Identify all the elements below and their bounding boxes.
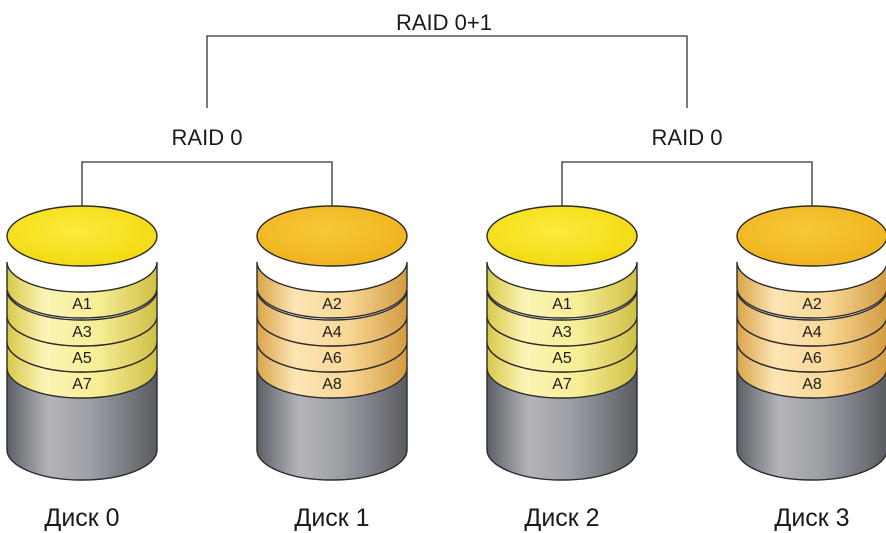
disk-base bbox=[486, 367, 638, 481]
raid0-label-left: RAID 0 bbox=[172, 125, 243, 150]
disk-top bbox=[736, 205, 886, 267]
disk-band bbox=[736, 261, 886, 319]
disk-band bbox=[486, 289, 638, 347]
disk-name: Диск 3 bbox=[774, 504, 849, 532]
block-label: A5 bbox=[552, 350, 572, 367]
block-label: A7 bbox=[552, 376, 572, 393]
disk-base bbox=[6, 367, 158, 481]
block-label: A3 bbox=[552, 324, 572, 341]
block-label: A7 bbox=[72, 376, 92, 393]
raid0-right-connector bbox=[561, 161, 813, 234]
block-label: A6 bbox=[322, 350, 342, 367]
block-label: A1 bbox=[552, 296, 572, 313]
disk-base bbox=[736, 367, 886, 481]
block-label: A2 bbox=[802, 296, 822, 313]
disk-band bbox=[256, 289, 408, 347]
disk-band bbox=[486, 261, 638, 319]
block-label: A8 bbox=[802, 376, 822, 393]
block-label: A1 bbox=[72, 296, 92, 313]
disk-top bbox=[6, 205, 158, 267]
block-label: A3 bbox=[72, 324, 92, 341]
disk-top bbox=[486, 205, 638, 267]
connector-lines bbox=[81, 35, 813, 234]
raid0-left-connector bbox=[81, 161, 333, 234]
disk-top bbox=[256, 205, 408, 267]
block-label: A5 bbox=[72, 350, 92, 367]
block-label: A4 bbox=[322, 324, 342, 341]
block-label: A8 bbox=[322, 376, 342, 393]
raid01-label: RAID 0+1 bbox=[396, 10, 492, 35]
disk-band bbox=[736, 289, 886, 347]
disk-name: Диск 0 bbox=[44, 504, 119, 532]
raid0-label-right: RAID 0 bbox=[652, 125, 723, 150]
disk-base bbox=[256, 367, 408, 481]
block-label: A6 bbox=[802, 350, 822, 367]
block-label: A4 bbox=[802, 324, 822, 341]
disk-band bbox=[6, 261, 158, 319]
block-label: A2 bbox=[322, 296, 342, 313]
raid01-connector bbox=[206, 35, 688, 108]
disk-name: Диск 1 bbox=[294, 504, 369, 532]
disk-band bbox=[256, 261, 408, 319]
disk-band bbox=[6, 289, 158, 347]
disk-name: Диск 2 bbox=[524, 504, 599, 532]
